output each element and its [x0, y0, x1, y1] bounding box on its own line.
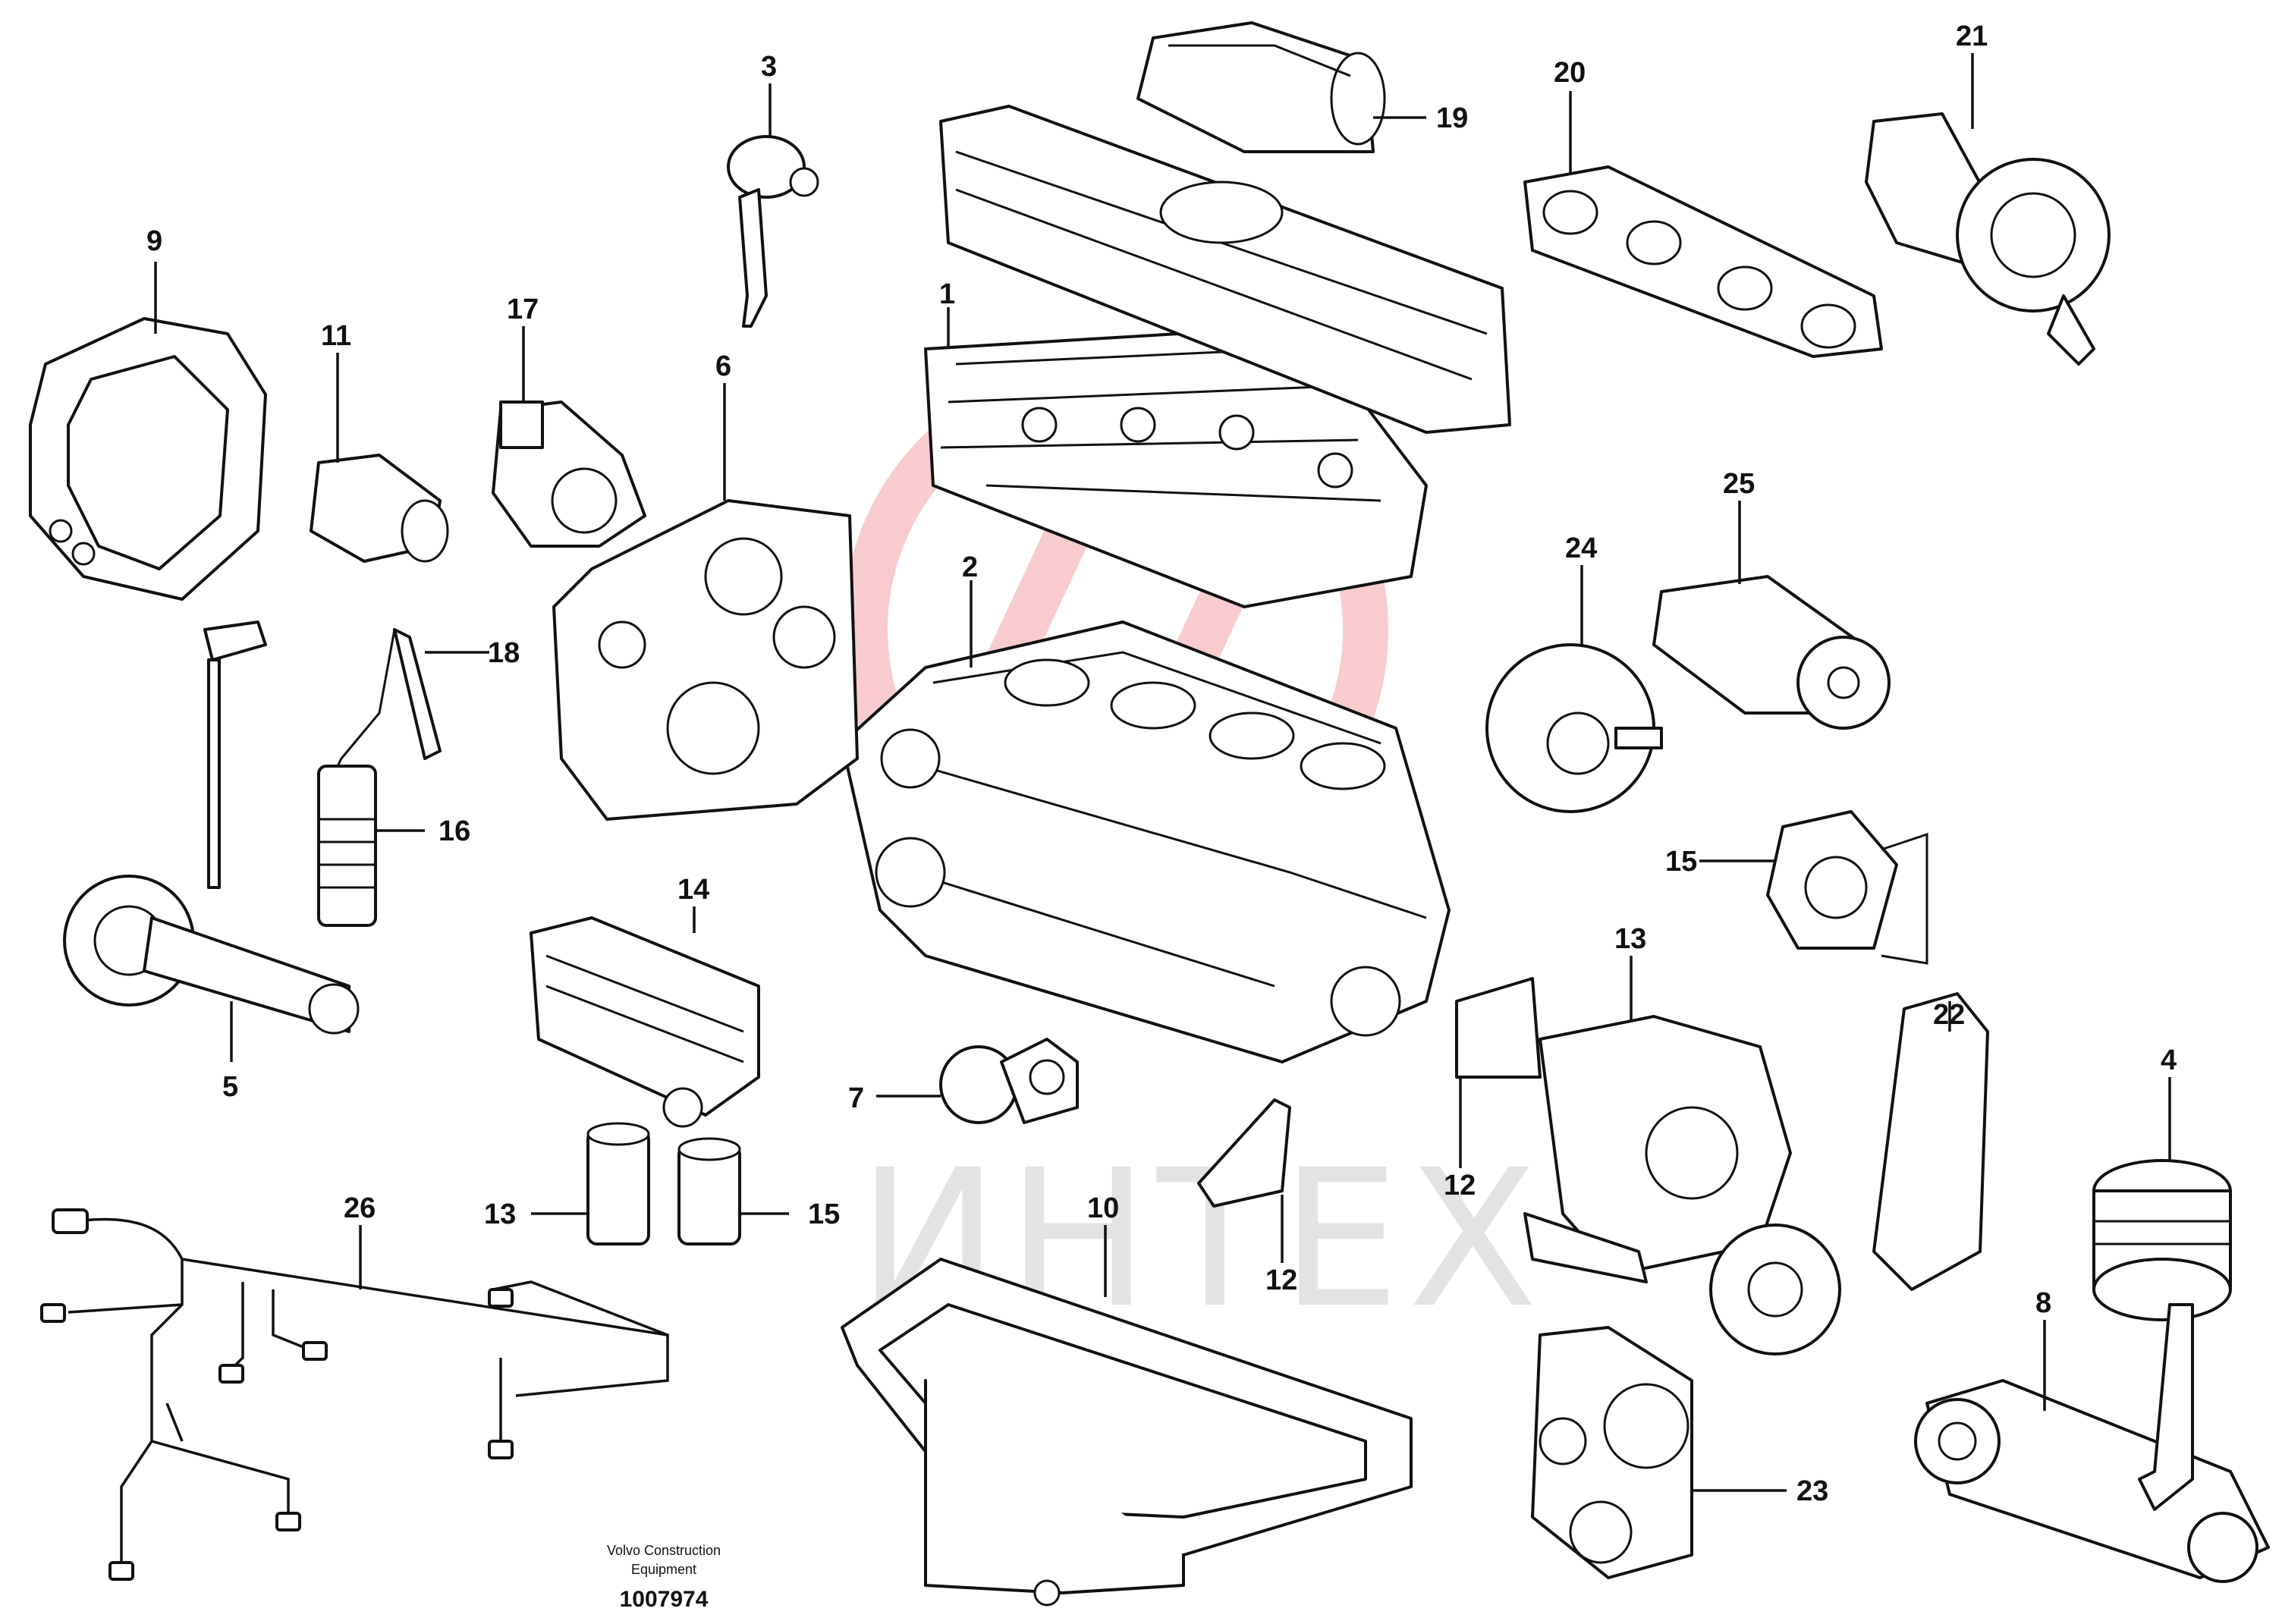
callout-20: 20 [1554, 57, 1586, 89]
callout-8: 8 [2035, 1287, 2051, 1319]
callout-24: 24 [1565, 532, 1597, 564]
callout-12-right: 12 [1444, 1170, 1476, 1202]
part-breather [727, 135, 819, 328]
publisher-line-2: Equipment [631, 1562, 696, 1577]
leader-lines [154, 53, 2171, 1492]
callout-15-right: 15 [1665, 846, 1697, 878]
callout-17: 17 [507, 294, 539, 325]
part-cylinder-head [924, 325, 1428, 608]
part-injector [332, 628, 442, 774]
part-belt-drive [1531, 1326, 1693, 1579]
part-connecting-rod [2138, 1303, 2194, 1511]
publisher-line-1: Volvo Construction [607, 1543, 721, 1558]
callout-5: 5 [222, 1071, 238, 1103]
callout-13-right: 13 [1614, 923, 1646, 955]
callout-13-left: 13 [484, 1198, 516, 1230]
callout-21: 21 [1956, 20, 1988, 52]
callout-1: 1 [939, 278, 955, 310]
part-bracket-right [1455, 977, 1542, 1079]
callout-19: 19 [1436, 102, 1468, 134]
callout-23: 23 [1796, 1475, 1828, 1507]
part-inlet-manifold [939, 105, 1511, 434]
callout-25: 25 [1723, 468, 1755, 500]
part-oil-filter [677, 1137, 741, 1245]
callout-16: 16 [438, 815, 470, 847]
part-bracket-lower [1197, 1098, 1291, 1208]
callout-2: 2 [962, 551, 978, 583]
part-turbocharger [1865, 112, 2111, 366]
part-timing-cover [552, 499, 859, 821]
part-engine-block [841, 620, 1451, 1063]
part-exhaust-manifold [1523, 165, 1883, 358]
part-fuel-filter [586, 1122, 650, 1245]
part-alternator [1485, 643, 1663, 813]
callout-9: 9 [146, 225, 162, 257]
part-water-pump [1709, 992, 1989, 1355]
callout-14: 14 [677, 874, 709, 906]
part-starter-motor [1652, 575, 1891, 730]
part-wiring-harness [40, 1208, 669, 1581]
callout-15-lower: 15 [808, 1198, 840, 1230]
callout-26: 26 [344, 1192, 376, 1224]
callout-11: 11 [321, 320, 351, 352]
callout-7: 7 [848, 1082, 864, 1114]
callout-22: 22 [1933, 999, 1965, 1031]
callout-18: 18 [488, 637, 520, 669]
part-flywheel-housing [29, 317, 267, 601]
part-inlet-heater [1136, 21, 1386, 153]
part-front-cover [1523, 1015, 1792, 1283]
part-oil-pump [939, 1038, 1079, 1124]
part-crankshaft [1914, 1379, 2270, 1583]
part-oil-sump [841, 1258, 1413, 1607]
part-camshaft [63, 620, 360, 1035]
callout-12-lower: 12 [1265, 1264, 1297, 1296]
part-idler-pulley [1766, 810, 1928, 965]
callout-3: 3 [761, 51, 777, 83]
part-water-outlet [492, 401, 646, 548]
part-injection-pump-element [317, 765, 377, 927]
part-piston [2092, 1159, 2232, 1321]
figure-footer: Volvo Construction Equipment 1007974 [607, 1543, 721, 1612]
callout-4: 4 [2161, 1044, 2177, 1076]
callout-6: 6 [715, 350, 731, 382]
figure-number: 1007974 [620, 1587, 709, 1612]
part-thermostat-housing [310, 454, 449, 563]
part-fuel-injection-pump [530, 916, 760, 1128]
callout-labels: 1 2 3 4 5 6 7 8 9 10 11 12 12 13 13 14 1… [146, 20, 2177, 1507]
callout-10: 10 [1087, 1192, 1119, 1224]
